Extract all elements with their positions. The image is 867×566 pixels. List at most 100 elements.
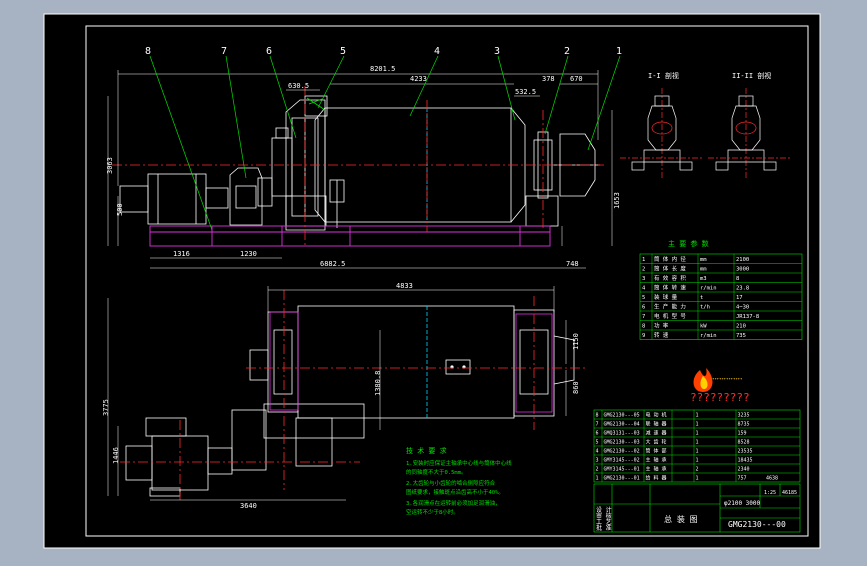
tech-notes: 1.安装时应保证主轴承中心线与筒体中心线 的同轴度不大于0.5mm。 2.大齿轮… [406,459,512,516]
bom-cell: GMG2130---05 [604,413,640,419]
svg-text:工 艺: 工 艺 [596,518,612,526]
param-cell: t [700,295,703,301]
bom-cell: 2340 [738,467,750,473]
param-cell: 1 [642,257,645,263]
param-cell: 筒 体 内 径 [654,255,686,263]
svg-text:3775: 3775 [102,399,110,416]
bom-cell: 8528 [738,440,750,446]
param-cell: 4 [642,286,646,292]
front-centerlines [112,86,604,245]
callout-2[interactable]: 2 [564,46,570,57]
svg-text:2.大齿轮与小齿轮的啮合侧隙应符合: 2.大齿轮与小齿轮的啮合侧隙应符合 [406,479,496,487]
bom-cell: 1 [696,449,699,455]
drawing-sheet [44,14,820,548]
bom-cell: 1 [696,440,699,446]
reducer[interactable] [229,167,263,226]
bom-cell: 减 速 器 [646,430,667,437]
svg-text:设 计: 设 计 [596,506,612,514]
param-cell: m3 [700,276,707,282]
bom-cell: GMG2130---04 [604,422,640,428]
bom-cell: 23535 [738,449,753,455]
plan-reducer[interactable] [231,409,267,471]
svg-text:4833: 4833 [396,282,413,290]
param-table-title: 主 要 参 数 [668,239,709,248]
svg-text:4233: 4233 [410,75,427,83]
bom-cell: 5 [596,440,599,446]
callout-4[interactable]: 4 [434,46,440,57]
param-cell: mm [700,267,707,273]
param-cell: mm [700,257,707,263]
svg-text:1316: 1316 [173,250,190,258]
bom-cell: 757 [738,476,747,482]
feeder[interactable] [559,133,596,197]
bom-cell: 7 [596,422,599,428]
title-block-text: 设 计 审 核 工 艺 批 准 总 装 图 φ2100 3000 GMG2130… [596,490,797,532]
detail-section-2[interactable] [708,88,790,178]
param-cell: 生 产 能 力 [654,303,686,311]
bom-cell: GMG2130---03 [604,440,640,446]
callout-numbers: 8 7 6 5 4 3 2 1 [145,46,622,57]
bom-cell: GMG2130---02 [604,449,640,455]
callout-3[interactable]: 3 [494,46,500,57]
svg-text:6882.5: 6882.5 [320,260,345,268]
bom-cell: 2 [596,467,599,473]
param-cell: 17 [736,295,743,301]
svg-text:1653: 1653 [613,192,621,209]
svg-text:670: 670 [570,75,583,83]
param-cell: r/min [700,286,717,292]
param-cell: 筒 体 转 速 [654,284,686,292]
param-cell: 3 [642,276,645,282]
bom-cell: 1 [696,422,699,428]
dim-overall-length: 8201.5 [370,65,395,73]
drawing-number: GMG2130---00 [728,520,786,529]
param-cell: 电 机 型 号 [654,312,686,320]
param-cell: JR137-8 [736,314,759,320]
bom-cell: 给 料 器 [646,475,667,482]
bom-cell: GMG2130---01 [604,476,640,482]
callout-1[interactable]: 1 [616,46,622,57]
bom-cell: 159 [738,431,747,437]
plan-dimensions [107,286,567,501]
detail-section-1[interactable] [620,88,704,178]
callout-7[interactable]: 7 [221,46,227,57]
param-cell: 4~30 [736,305,749,311]
bom-cell: 主 轴 承 [646,466,667,473]
bom-cell: 4 [596,449,599,455]
callout-8[interactable]: 8 [145,46,151,57]
scale: 1:25 [764,490,776,496]
bom-cell: 2 [696,467,699,473]
param-cell: 2100 [736,257,749,263]
inner-frame [85,25,809,537]
coupling[interactable] [257,177,273,207]
bom-cell: GMY3145---02 [604,458,640,464]
watermark-logo: ᐩᐩᐩᐩᐩᐩᐩᐩᐩᐩᐩᐩᐩ [693,368,742,392]
bom-cell: 电 动 机 [646,412,667,419]
svg-text:532.5: 532.5 [515,88,536,96]
svg-text:ᐩᐩᐩᐩᐩᐩᐩᐩᐩᐩᐩᐩᐩ: ᐩᐩᐩᐩᐩᐩᐩᐩᐩᐩᐩᐩᐩ [712,377,742,384]
svg-text:1230: 1230 [240,250,257,258]
param-cell: 装 球 量 [654,293,678,301]
tech-notes-title: 技 术 要 求 [406,446,447,455]
bom-cell: 1 [696,458,699,464]
svg-text:1380.8: 1380.8 [374,371,382,396]
front-dim-text: 8201.5 4233 670 378 532.5 630.5 3063 500… [106,65,621,268]
param-cell: 735 [736,333,746,339]
param-cell: 8 [642,324,645,330]
svg-text:1446: 1446 [112,447,120,464]
bom-cell: GMY3145---01 [604,467,640,473]
param-cell: 有 效 容 积 [654,274,686,282]
param-cell: 转 速 [654,331,669,339]
callout-5[interactable]: 5 [340,46,346,57]
detail-label-2: II-II 剖视 [732,71,771,80]
outer-frame [43,13,821,549]
drum-head-right [510,107,526,223]
callout-6[interactable]: 6 [266,46,272,57]
svg-text:748: 748 [566,260,579,268]
svg-text:空运转不少于8小时。: 空运转不少于8小时。 [406,508,459,516]
param-cell: r/min [700,333,717,339]
svg-text:630.5: 630.5 [288,82,309,90]
